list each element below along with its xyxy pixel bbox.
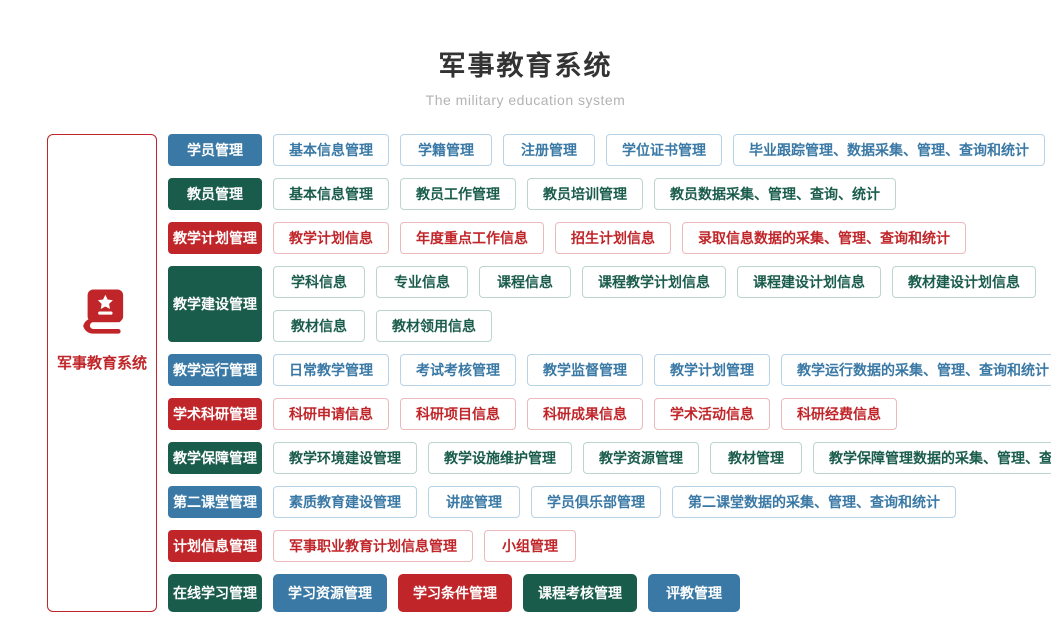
item-button[interactable]: 科研项目信息: [400, 398, 516, 430]
category-row: 学术科研管理科研申请信息科研项目信息科研成果信息学术活动信息科研经费信息: [168, 398, 1051, 430]
item-button[interactable]: 教学资源管理: [583, 442, 699, 474]
root-node-content: 军事教育系统: [57, 289, 147, 373]
item-button[interactable]: 课程建设计划信息: [737, 266, 881, 298]
item-button[interactable]: 教学环境建设管理: [273, 442, 417, 474]
rows-container: 学员管理基本信息管理学籍管理注册管理学位证书管理毕业跟踪管理、数据采集、管理、查…: [168, 134, 1051, 612]
item-button[interactable]: 课程教学计划信息: [582, 266, 726, 298]
category-button[interactable]: 教学计划管理: [168, 222, 262, 254]
item-button[interactable]: 科研成果信息: [527, 398, 643, 430]
items-group: 基本信息管理学籍管理注册管理学位证书管理毕业跟踪管理、数据采集、管理、查询和统计: [273, 134, 1045, 166]
category-row: 在线学习管理学习资源管理学习条件管理课程考核管理评教管理: [168, 574, 1051, 612]
page-header: 军事教育系统 The military education system: [0, 0, 1051, 108]
items-line: 科研申请信息科研项目信息科研成果信息学术活动信息科研经费信息: [273, 398, 897, 430]
root-node: 军事教育系统: [47, 134, 157, 612]
item-button[interactable]: 录取信息数据的采集、管理、查询和统计: [682, 222, 966, 254]
item-button[interactable]: 教材信息: [273, 310, 365, 342]
items-group: 基本信息管理教员工作管理教员培训管理教员数据采集、管理、查询、统计: [273, 178, 896, 210]
category-row: 教员管理基本信息管理教员工作管理教员培训管理教员数据采集、管理、查询、统计: [168, 178, 1051, 210]
page-subtitle: The military education system: [425, 92, 626, 108]
root-node-label: 军事教育系统: [56, 355, 147, 372]
items-group: 教学计划信息年度重点工作信息招生计划信息录取信息数据的采集、管理、查询和统计: [273, 222, 966, 254]
category-button[interactable]: 教学建设管理: [168, 266, 262, 342]
category-row: 教学运行管理日常教学管理考试考核管理教学监督管理教学计划管理教学运行数据的采集、…: [168, 354, 1051, 386]
item-button[interactable]: 毕业跟踪管理、数据采集、管理、查询和统计: [733, 134, 1045, 166]
item-button[interactable]: 学术活动信息: [654, 398, 770, 430]
items-line: 学习资源管理学习条件管理课程考核管理评教管理: [273, 574, 740, 612]
item-button[interactable]: 学位证书管理: [606, 134, 722, 166]
category-button[interactable]: 教学保障管理: [168, 442, 262, 474]
item-button[interactable]: 教学计划管理: [654, 354, 770, 386]
category-button[interactable]: 教学运行管理: [168, 354, 262, 386]
book-star-icon: [78, 289, 126, 341]
category-row: 教学建设管理学科信息专业信息课程信息课程教学计划信息课程建设计划信息教材建设计划…: [168, 266, 1051, 342]
item-button[interactable]: 学员俱乐部管理: [531, 486, 661, 518]
item-button[interactable]: 学籍管理: [400, 134, 492, 166]
item-button[interactable]: 小组管理: [484, 530, 576, 562]
page-title: 军事教育系统: [438, 51, 613, 81]
diagram: 军事教育系统 学员管理基本信息管理学籍管理注册管理学位证书管理毕业跟踪管理、数据…: [47, 134, 1051, 612]
item-button[interactable]: 课程信息: [479, 266, 571, 298]
category-button[interactable]: 第二课堂管理: [168, 486, 262, 518]
items-group: 日常教学管理考试考核管理教学监督管理教学计划管理教学运行数据的采集、管理、查询和…: [273, 354, 1051, 386]
item-button[interactable]: 基本信息管理: [273, 178, 389, 210]
category-row: 教学计划管理教学计划信息年度重点工作信息招生计划信息录取信息数据的采集、管理、查…: [168, 222, 1051, 254]
item-button[interactable]: 科研申请信息: [273, 398, 389, 430]
category-row: 教学保障管理教学环境建设管理教学设施维护管理教学资源管理教材管理教学保障管理数据…: [168, 442, 1051, 474]
item-button[interactable]: 教学监督管理: [527, 354, 643, 386]
items-line: 学科信息专业信息课程信息课程教学计划信息课程建设计划信息教材建设计划信息: [273, 266, 1036, 298]
items-group: 学习资源管理学习条件管理课程考核管理评教管理: [273, 574, 740, 612]
item-button[interactable]: 教员工作管理: [400, 178, 516, 210]
item-button[interactable]: 日常教学管理: [273, 354, 389, 386]
items-line: 教学计划信息年度重点工作信息招生计划信息录取信息数据的采集、管理、查询和统计: [273, 222, 966, 254]
item-button[interactable]: 讲座管理: [428, 486, 520, 518]
category-button[interactable]: 学员管理: [168, 134, 262, 166]
item-button[interactable]: 教学运行数据的采集、管理、查询和统计: [781, 354, 1051, 386]
item-button[interactable]: 素质教育建设管理: [273, 486, 417, 518]
item-button[interactable]: 学习资源管理: [273, 574, 387, 612]
items-line: 素质教育建设管理讲座管理学员俱乐部管理第二课堂数据的采集、管理、查询和统计: [273, 486, 956, 518]
item-button[interactable]: 专业信息: [376, 266, 468, 298]
item-button[interactable]: 军事职业教育计划信息管理: [273, 530, 473, 562]
items-group: 科研申请信息科研项目信息科研成果信息学术活动信息科研经费信息: [273, 398, 897, 430]
item-button[interactable]: 招生计划信息: [555, 222, 671, 254]
items-line: 军事职业教育计划信息管理小组管理: [273, 530, 576, 562]
item-button[interactable]: 评教管理: [648, 574, 740, 612]
items-line: 基本信息管理教员工作管理教员培训管理教员数据采集、管理、查询、统计: [273, 178, 896, 210]
category-button[interactable]: 计划信息管理: [168, 530, 262, 562]
category-row: 学员管理基本信息管理学籍管理注册管理学位证书管理毕业跟踪管理、数据采集、管理、查…: [168, 134, 1051, 166]
items-group: 素质教育建设管理讲座管理学员俱乐部管理第二课堂数据的采集、管理、查询和统计: [273, 486, 956, 518]
items-group: 军事职业教育计划信息管理小组管理: [273, 530, 576, 562]
item-button[interactable]: 教员数据采集、管理、查询、统计: [654, 178, 896, 210]
item-button[interactable]: 基本信息管理: [273, 134, 389, 166]
category-row: 第二课堂管理素质教育建设管理讲座管理学员俱乐部管理第二课堂数据的采集、管理、查询…: [168, 486, 1051, 518]
items-line: 教学环境建设管理教学设施维护管理教学资源管理教材管理教学保障管理数据的采集、管理…: [273, 442, 1051, 474]
item-button[interactable]: 教学计划信息: [273, 222, 389, 254]
item-button[interactable]: 第二课堂数据的采集、管理、查询和统计: [672, 486, 956, 518]
items-line: 教材信息教材领用信息: [273, 310, 1036, 342]
item-button[interactable]: 教材建设计划信息: [892, 266, 1036, 298]
items-line: 日常教学管理考试考核管理教学监督管理教学计划管理教学运行数据的采集、管理、查询和…: [273, 354, 1051, 386]
category-button[interactable]: 教员管理: [168, 178, 262, 210]
item-button[interactable]: 科研经费信息: [781, 398, 897, 430]
item-button[interactable]: 教员培训管理: [527, 178, 643, 210]
category-button[interactable]: 学术科研管理: [168, 398, 262, 430]
category-row: 计划信息管理军事职业教育计划信息管理小组管理: [168, 530, 1051, 562]
items-group: 学科信息专业信息课程信息课程教学计划信息课程建设计划信息教材建设计划信息教材信息…: [273, 266, 1036, 342]
items-line: 基本信息管理学籍管理注册管理学位证书管理毕业跟踪管理、数据采集、管理、查询和统计: [273, 134, 1045, 166]
item-button[interactable]: 学科信息: [273, 266, 365, 298]
item-button[interactable]: 课程考核管理: [523, 574, 637, 612]
category-button[interactable]: 在线学习管理: [168, 574, 262, 612]
item-button[interactable]: 学习条件管理: [398, 574, 512, 612]
item-button[interactable]: 年度重点工作信息: [400, 222, 544, 254]
item-button[interactable]: 教学设施维护管理: [428, 442, 572, 474]
item-button[interactable]: 注册管理: [503, 134, 595, 166]
item-button[interactable]: 教材领用信息: [376, 310, 492, 342]
item-button[interactable]: 教材管理: [710, 442, 802, 474]
items-group: 教学环境建设管理教学设施维护管理教学资源管理教材管理教学保障管理数据的采集、管理…: [273, 442, 1051, 474]
item-button[interactable]: 教学保障管理数据的采集、管理、查询和统计: [813, 442, 1051, 474]
item-button[interactable]: 考试考核管理: [400, 354, 516, 386]
